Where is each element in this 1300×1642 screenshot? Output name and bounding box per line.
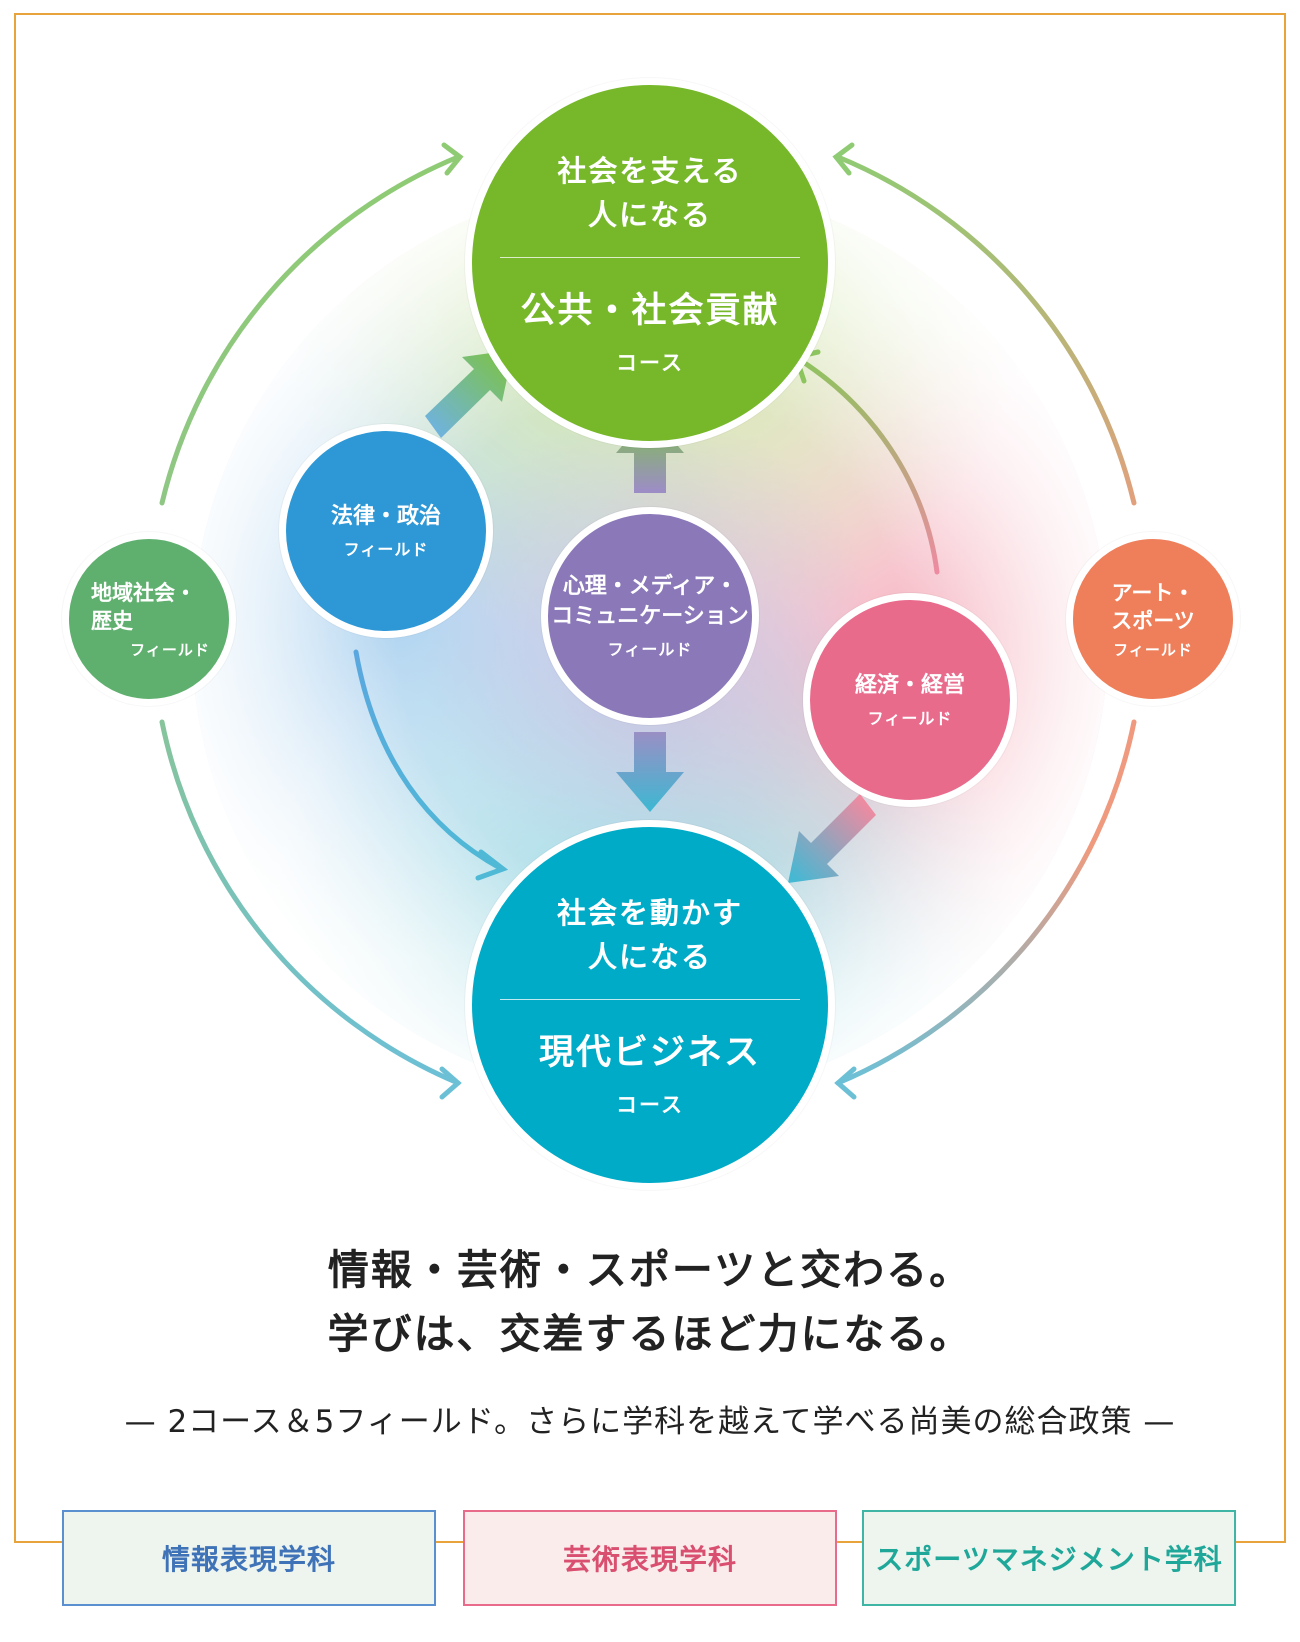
field-econ-sub: フィールド — [867, 709, 953, 728]
field-econ-circle: 経済・経営 フィールド — [803, 593, 1017, 807]
course-business-circle: 社会を動かす 人になる 現代ビジネス コース — [465, 820, 835, 1190]
arrow-econ-to-business — [788, 794, 876, 883]
headline: 情報・芸術・スポーツと交わる。 学びは、交差するほど力になる。 — [0, 1238, 1300, 1366]
arrow-psych-to-business — [616, 732, 684, 812]
course-public-divider — [500, 257, 800, 258]
rim-arc-top-right — [835, 154, 1137, 506]
course-business-divider — [500, 999, 800, 1000]
course-business-name: 現代ビジネス — [538, 1033, 761, 1073]
course-business-sub: コース — [616, 1093, 684, 1117]
field-region-sub: フィールド — [130, 640, 210, 659]
field-psych-name-line1: 心理・メディア・ — [562, 574, 738, 599]
field-art-sub: フィールド — [1113, 640, 1193, 659]
field-psych-sub: フィールド — [607, 640, 693, 659]
rim-arrowhead-bottom-left — [439, 1066, 462, 1100]
course-business-lead-line2: 人になる — [587, 940, 712, 974]
field-law-circle: 法律・政治 フィールド — [279, 424, 493, 638]
field-law-sub: フィールド — [343, 540, 429, 559]
field-region-circle: 地域社会・ 歴史 フィールド — [62, 532, 236, 706]
course-business-lead-line1: 社会を動かす — [556, 896, 743, 930]
outer-cycle-arrows — [159, 142, 1137, 1100]
department-sports[interactable]: スポーツマネジメント学科 — [862, 1510, 1236, 1606]
field-econ-name: 経済・経営 — [854, 673, 965, 698]
curve-econ-to-public — [797, 357, 940, 575]
rim-arrowhead-bottom-right — [834, 1066, 857, 1100]
curve-law-arrowhead — [475, 849, 509, 881]
department-info[interactable]: 情報表現学科 — [62, 1510, 436, 1606]
rim-arc-bottom-left — [159, 719, 461, 1086]
field-region-name-line1: 地域社会・ — [91, 580, 196, 605]
field-psych-circle: 心理・メディア・ コミュニケーション フィールド — [541, 507, 759, 725]
rim-arc-bottom-right — [835, 719, 1137, 1086]
course-public-lead-line1: 社会を支える — [557, 154, 743, 188]
arrow-law-to-public — [425, 350, 513, 438]
field-law-name: 法律・政治 — [330, 504, 441, 529]
field-art-name-line2: スポーツ — [1111, 608, 1195, 633]
field-psych-name-line2: コミュニケーション — [551, 604, 749, 629]
headline-line1: 情報・芸術・スポーツと交わる。 — [327, 1246, 973, 1294]
field-art-name-line1: アート・ — [1111, 580, 1195, 605]
rim-arrowhead-top-right — [832, 142, 855, 176]
tagline: — 2コース＆5フィールド。さらに学科を越えて学べる尚美の総合政策 — — [124, 1404, 1176, 1440]
course-public-name: 公共・社会貢献 — [520, 291, 780, 331]
headline-line2: 学びは、交差するほど力になる。 — [327, 1310, 973, 1358]
field-art-circle: アート・ スポーツ フィールド — [1066, 532, 1240, 706]
department-art[interactable]: 芸術表現学科 — [463, 1510, 837, 1606]
course-public-sub: コース — [616, 351, 684, 375]
course-public-circle: 社会を支える 人になる 公共・社会貢献 コース — [465, 78, 835, 448]
curve-law-to-business — [353, 649, 503, 871]
course-public-lead-line2: 人になる — [587, 198, 712, 232]
field-region-name-line2: 歴史 — [91, 608, 133, 633]
rim-arc-top-left — [159, 154, 461, 506]
rim-arrowhead-top-left — [441, 142, 464, 176]
